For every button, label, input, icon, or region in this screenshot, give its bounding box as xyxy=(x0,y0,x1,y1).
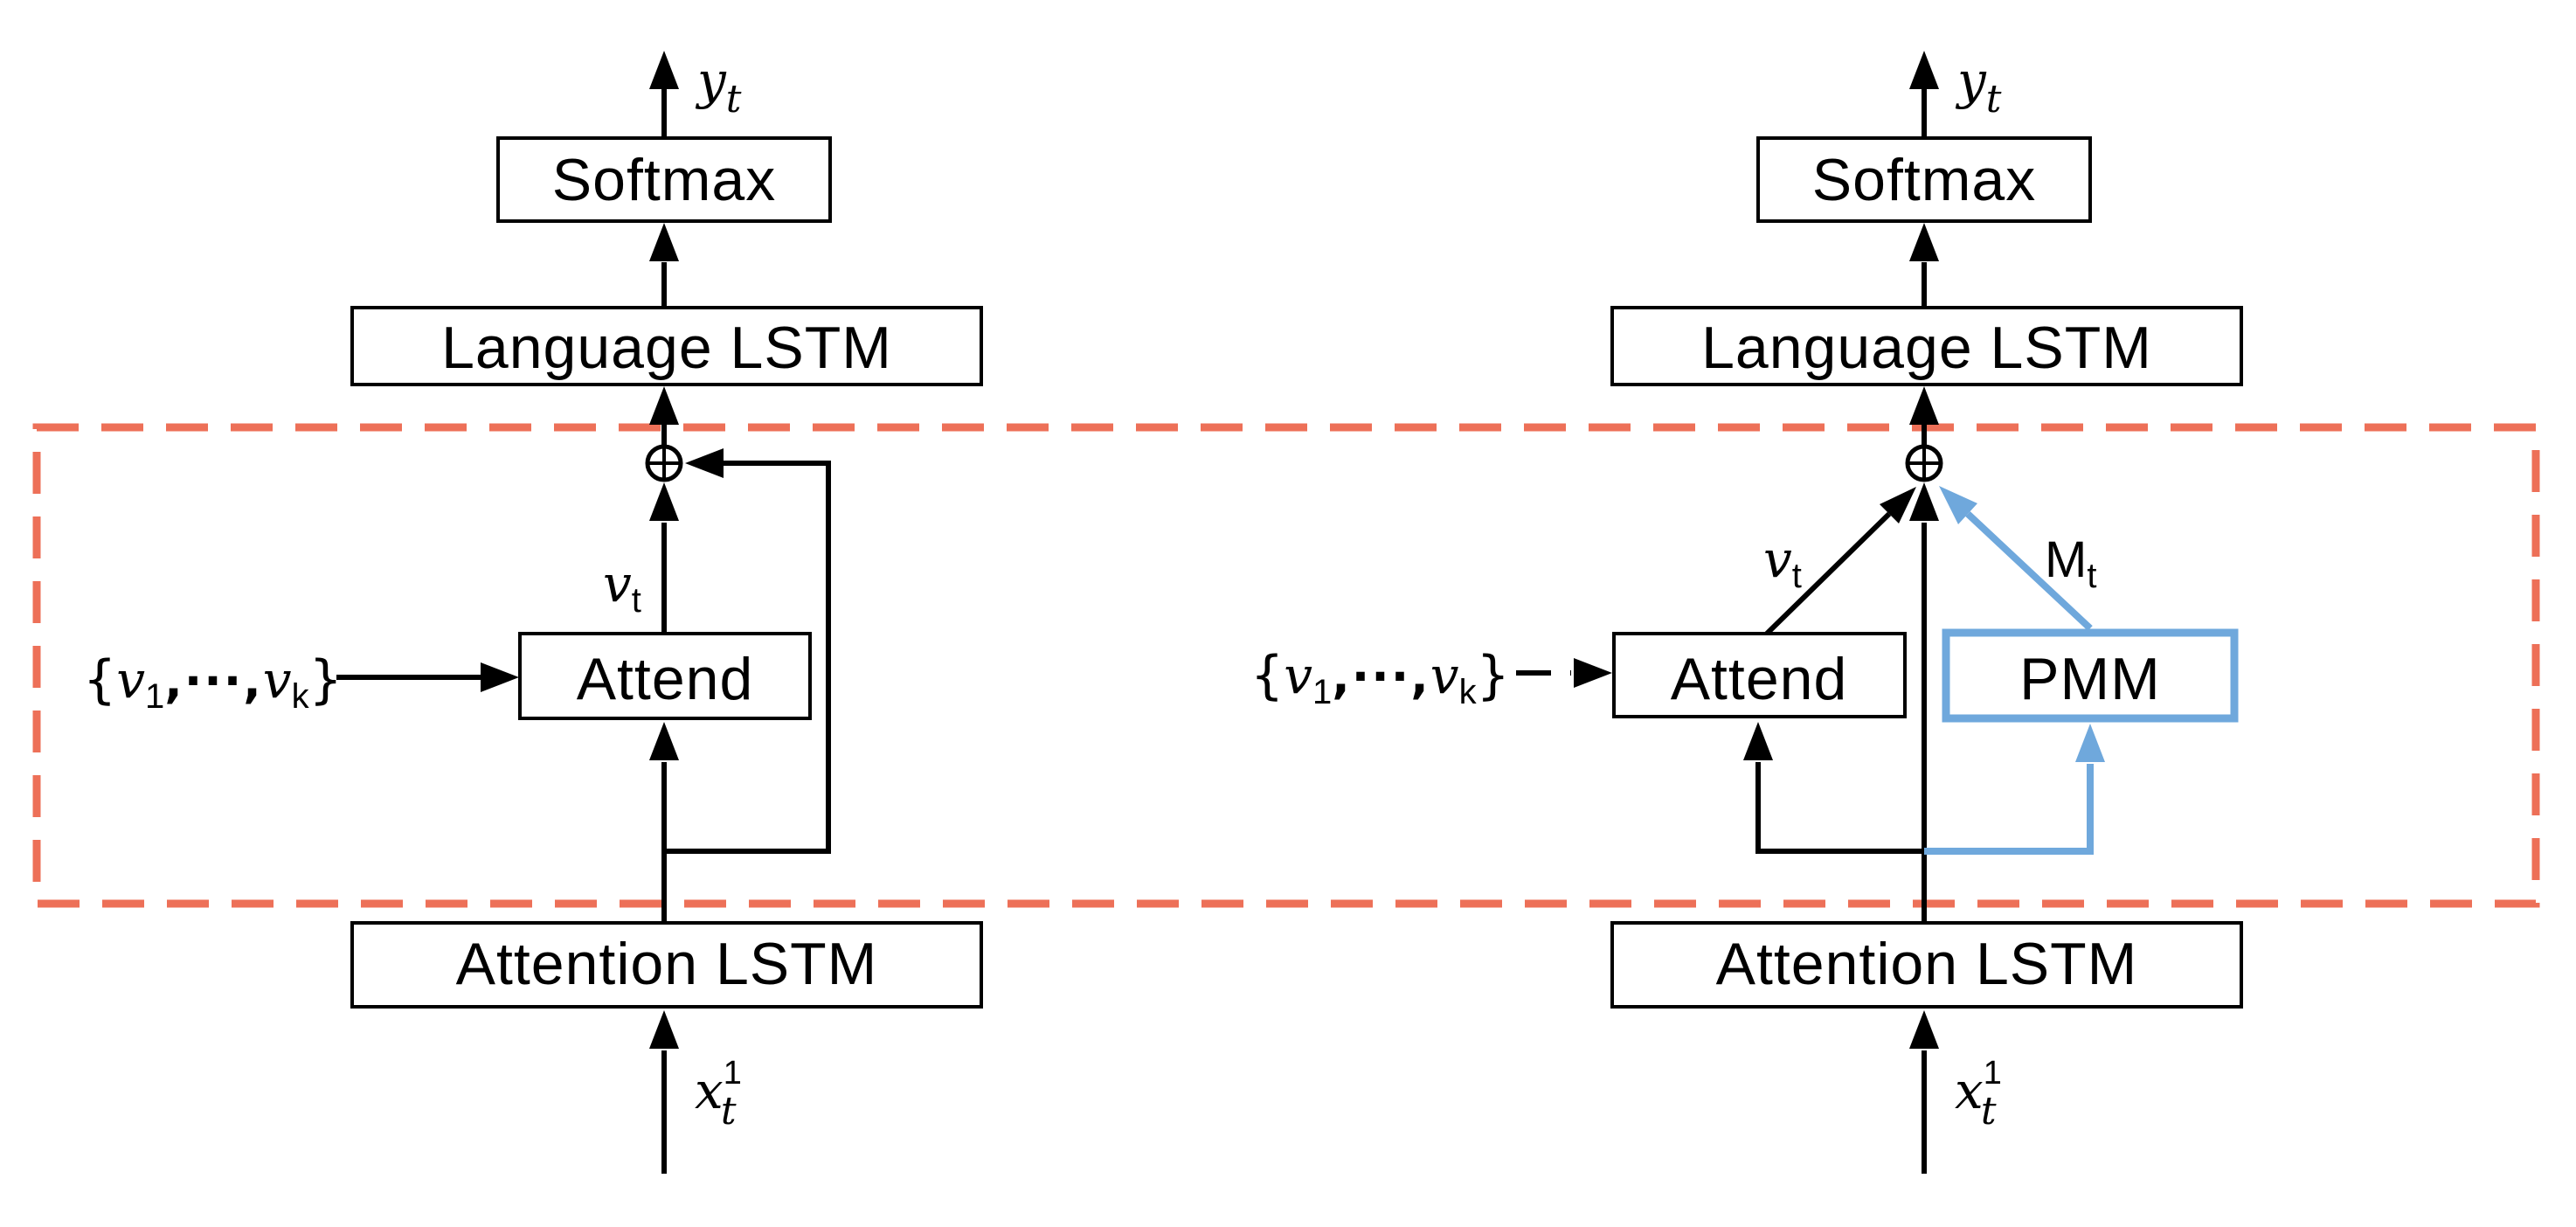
right-oplus-to-llstm-arrow xyxy=(1909,386,1939,447)
highlight-dashed-region xyxy=(32,423,2540,908)
arrowhead-up-icon xyxy=(649,386,679,425)
right-language-lstm-label: Language LSTM xyxy=(1701,315,2152,381)
right-attend-to-oplus-arrow xyxy=(1764,487,1916,636)
left-softmax-label: Softmax xyxy=(552,147,776,213)
arrowhead-up-icon xyxy=(649,722,679,760)
arrowhead-up-icon xyxy=(2075,724,2105,762)
right-attend-label: Attend xyxy=(1671,646,1848,712)
memory-connector-line xyxy=(1965,511,2093,631)
arrowhead-up-icon xyxy=(1909,386,1939,425)
left-attention-lstm-label: Attention LSTM xyxy=(456,931,878,997)
left-visual-feature-label: vt xyxy=(603,554,641,620)
right-attention-lstm-box xyxy=(1610,921,2243,1009)
arrowhead-right-icon xyxy=(1574,658,1612,688)
arrowhead-up-icon xyxy=(1909,482,1939,521)
right-pmm-to-oplus-arrow xyxy=(1939,486,2093,631)
arrowhead-up-icon xyxy=(649,1010,679,1049)
arrowhead-up-icon xyxy=(649,51,679,89)
arrowhead-up-icon xyxy=(649,482,679,521)
arrowhead-up-icon xyxy=(1909,223,1939,261)
arrowhead-upright-icon xyxy=(1880,487,1916,523)
arrowhead-up-icon xyxy=(1909,51,1939,89)
right-visual-feature-label: vt xyxy=(1763,530,1802,595)
left-skip-connection xyxy=(667,448,831,854)
right-memory-feature-label: Mt xyxy=(2045,531,2096,595)
left-attend-label: Attend xyxy=(577,646,754,712)
connector-line xyxy=(1764,511,1892,636)
left-attend-to-oplus-arrow xyxy=(649,482,679,634)
arrowhead-left-icon xyxy=(685,448,724,478)
right-feature-set-label: {v1,···,vk} xyxy=(1250,645,1510,711)
right-diagram: yt Softmax Language LSTM vt xyxy=(1250,51,2243,1174)
right-output-arrow xyxy=(1909,51,1939,138)
right-input-arrow xyxy=(1909,1010,1939,1174)
left-attend-box xyxy=(518,632,812,720)
left-language-lstm-box xyxy=(350,306,983,386)
memory-branch-line xyxy=(1924,764,2094,855)
right-branch-to-pmm xyxy=(1924,724,2105,855)
right-llstm-to-softmax-arrow xyxy=(1909,223,1939,308)
left-language-lstm-label: Language LSTM xyxy=(441,315,892,381)
arrowhead-up-icon xyxy=(649,223,679,261)
arrowhead-up-icon xyxy=(1743,722,1773,760)
left-circled-plus-icon xyxy=(645,444,683,482)
arrowhead-right-icon xyxy=(481,662,519,692)
left-output-label: yt xyxy=(695,51,742,121)
left-output-arrow xyxy=(649,51,679,138)
left-input-arrow xyxy=(649,1010,679,1174)
left-oplus-to-llstm-arrow xyxy=(649,386,679,447)
right-softmax-label: Softmax xyxy=(1812,147,2036,213)
right-branch-to-attend xyxy=(1743,722,1922,854)
right-language-lstm-box xyxy=(1610,306,2243,386)
left-llstm-to-softmax-arrow xyxy=(649,223,679,308)
branch-line xyxy=(1755,762,1922,854)
right-pmm-label: PMM xyxy=(2019,646,2161,712)
arrowhead-upleft-icon xyxy=(1939,486,1977,524)
skip-connection-line xyxy=(667,461,831,854)
right-pmm-box xyxy=(1942,628,2239,723)
left-softmax-box xyxy=(496,136,832,223)
right-attention-lstm-label: Attention LSTM xyxy=(1716,931,2138,997)
left-feature-set-label: {v1,···,vk} xyxy=(83,649,343,716)
left-featureset-to-attend-arrow xyxy=(336,662,519,692)
left-alstm-to-attend-arrow xyxy=(649,722,679,923)
right-alstm-to-oplus-arrow xyxy=(1909,482,1939,923)
arrowhead-up-icon xyxy=(1909,1010,1939,1049)
right-softmax-box xyxy=(1756,136,2092,223)
right-circled-plus-icon xyxy=(1905,444,1943,482)
right-output-label: yt xyxy=(1955,51,2002,121)
right-attend-box xyxy=(1612,632,1907,718)
left-attention-lstm-box xyxy=(350,921,983,1009)
right-featureset-to-attend-dashed-arrow xyxy=(1516,658,1612,688)
left-diagram: yt Softmax Language LSTM xyxy=(83,51,983,1174)
